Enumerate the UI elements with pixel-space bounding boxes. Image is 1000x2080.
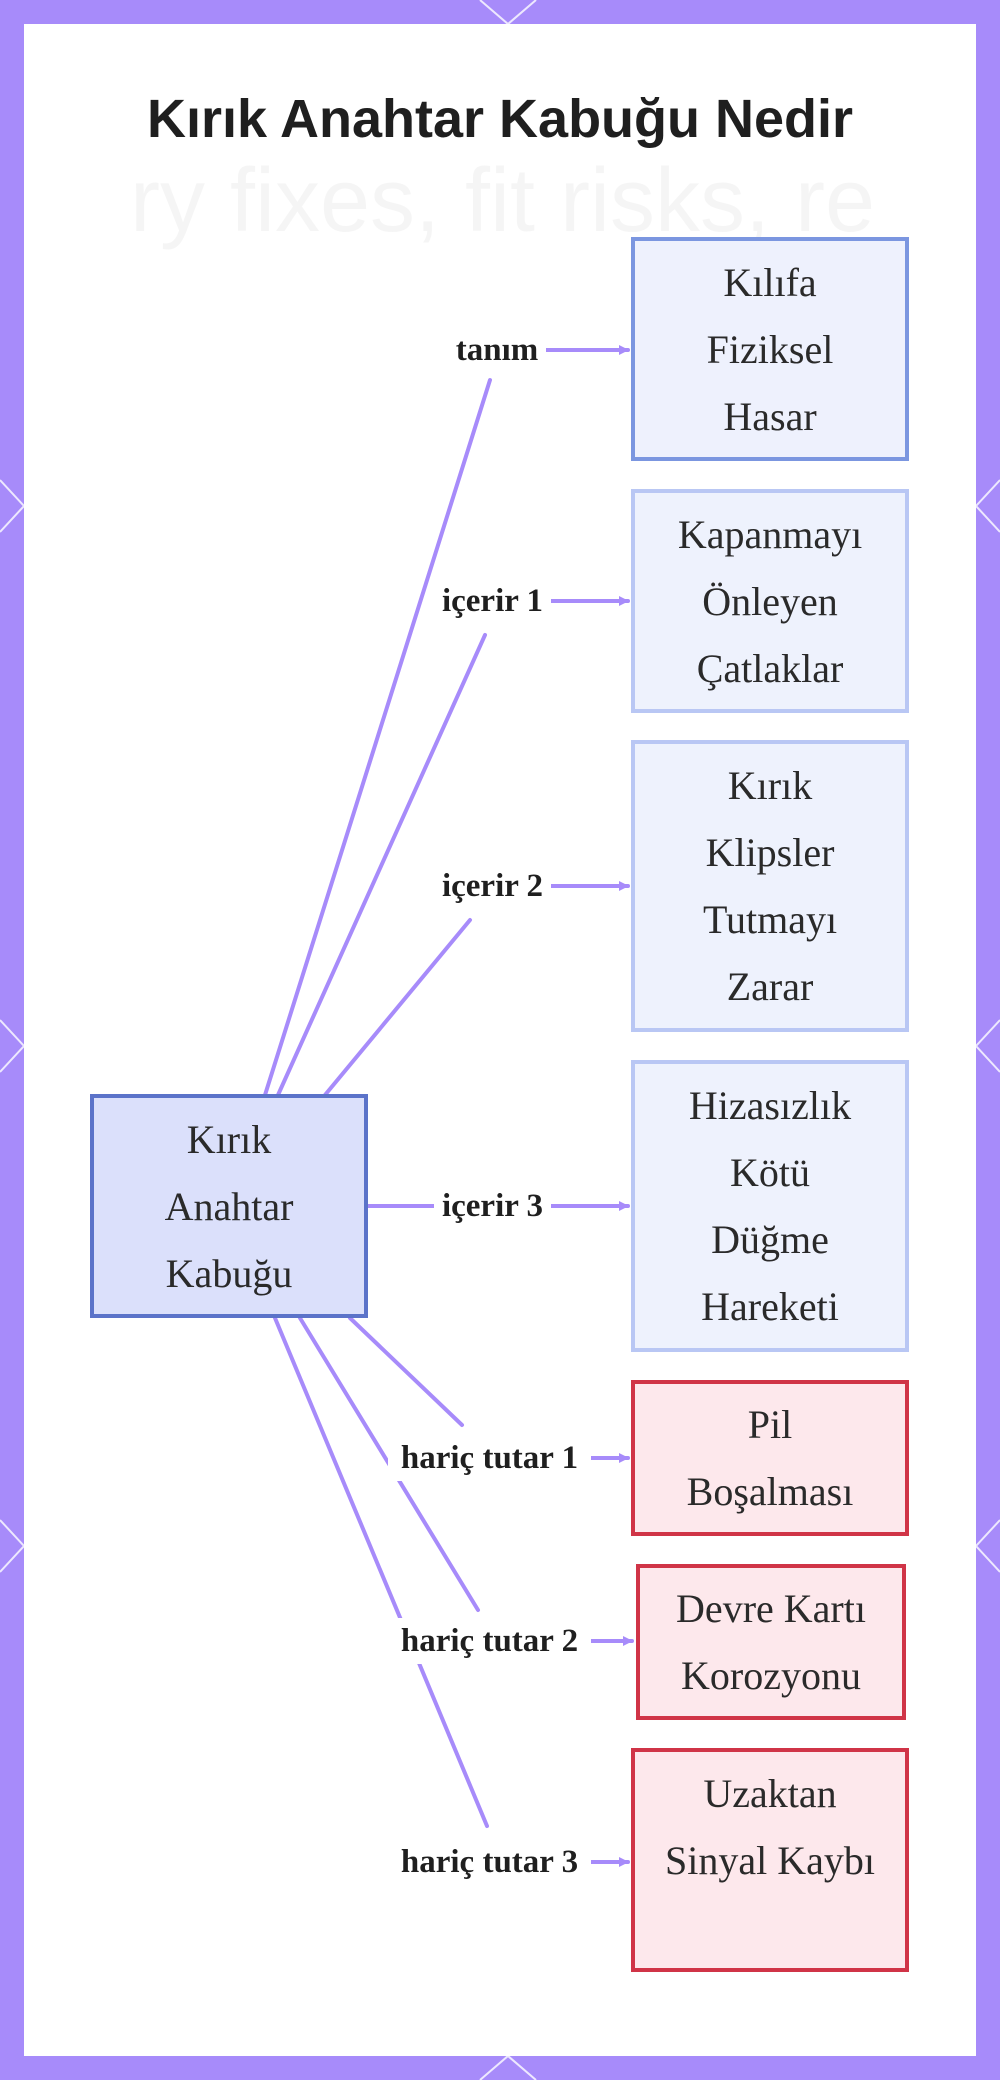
node-central-line: Kabuğu (165, 1250, 293, 1296)
node-definition-line: Kılıfa (723, 259, 817, 305)
edge-include-2 (323, 918, 472, 1097)
edge-label-exclude-1: hariç tutar 1 (388, 1435, 591, 1481)
node-definition-line: Hasar (723, 393, 817, 439)
edge-label-definition: tanım (448, 327, 546, 373)
node-include-line: Hareketi (701, 1284, 839, 1329)
node-exclude-line: Uzaktan (703, 1771, 837, 1816)
node-include-line: Önleyen (702, 578, 838, 624)
edge-exclude-3 (273, 1316, 489, 1828)
node-include-line: Tutmayı (702, 897, 838, 942)
node-definition: Kılıfa Fiziksel Hasar (631, 237, 909, 461)
node-central-line: Anahtar (164, 1183, 294, 1229)
node-exclude-line: Boşalması (686, 1469, 854, 1514)
edge-label-include-2: içerir 2 (434, 863, 551, 909)
edge-exclude-1 (348, 1316, 464, 1427)
edge-label-include-1: içerir 1 (434, 578, 551, 624)
edge-label-include-3: içerir 3 (434, 1183, 551, 1229)
node-exclude-line: Sinyal Kaybı (665, 1838, 875, 1883)
node-include-line: Hizasızlık (688, 1083, 852, 1128)
node-exclude-line: Pil (747, 1402, 793, 1447)
node-include-2: Kırık Klipsler Tutmayı Zarar (631, 740, 909, 1032)
edge-label-exclude-3: hariç tutar 3 (388, 1839, 591, 1885)
node-exclude-line: Korozyonu (681, 1653, 861, 1698)
node-central-line: Kırık (186, 1116, 272, 1162)
diagram-title: Kırık Anahtar Kabuğu Nedir (146, 89, 854, 149)
node-include-line: Çatlaklar (696, 645, 844, 691)
node-exclude-1: Pil Boşalması (631, 1380, 909, 1536)
node-include-3: Hizasızlık Kötü Düğme Hareketi (631, 1060, 909, 1352)
node-exclude-3: Uzaktan Sinyal Kaybı (631, 1748, 909, 1972)
node-include-line: Kırık (727, 763, 813, 808)
node-include-line: Kötü (730, 1150, 810, 1195)
node-exclude-2: Devre Kartı Korozyonu (636, 1564, 906, 1720)
node-include-line: Düğme (711, 1217, 829, 1262)
node-include-line: Klipsler (705, 830, 835, 875)
node-definition-line: Fiziksel (706, 326, 834, 372)
edge-include-1 (276, 633, 487, 1097)
edge-definition (263, 378, 492, 1097)
node-include-line: Zarar (726, 964, 814, 1009)
node-include-1: Kapanmayı Önleyen Çatlaklar (631, 489, 909, 713)
node-exclude-line: Devre Kartı (676, 1586, 866, 1631)
node-include-line: Kapanmayı (677, 511, 863, 557)
node-central: Kırık Anahtar Kabuğu (90, 1094, 368, 1318)
edge-label-exclude-2: hariç tutar 2 (388, 1618, 591, 1664)
